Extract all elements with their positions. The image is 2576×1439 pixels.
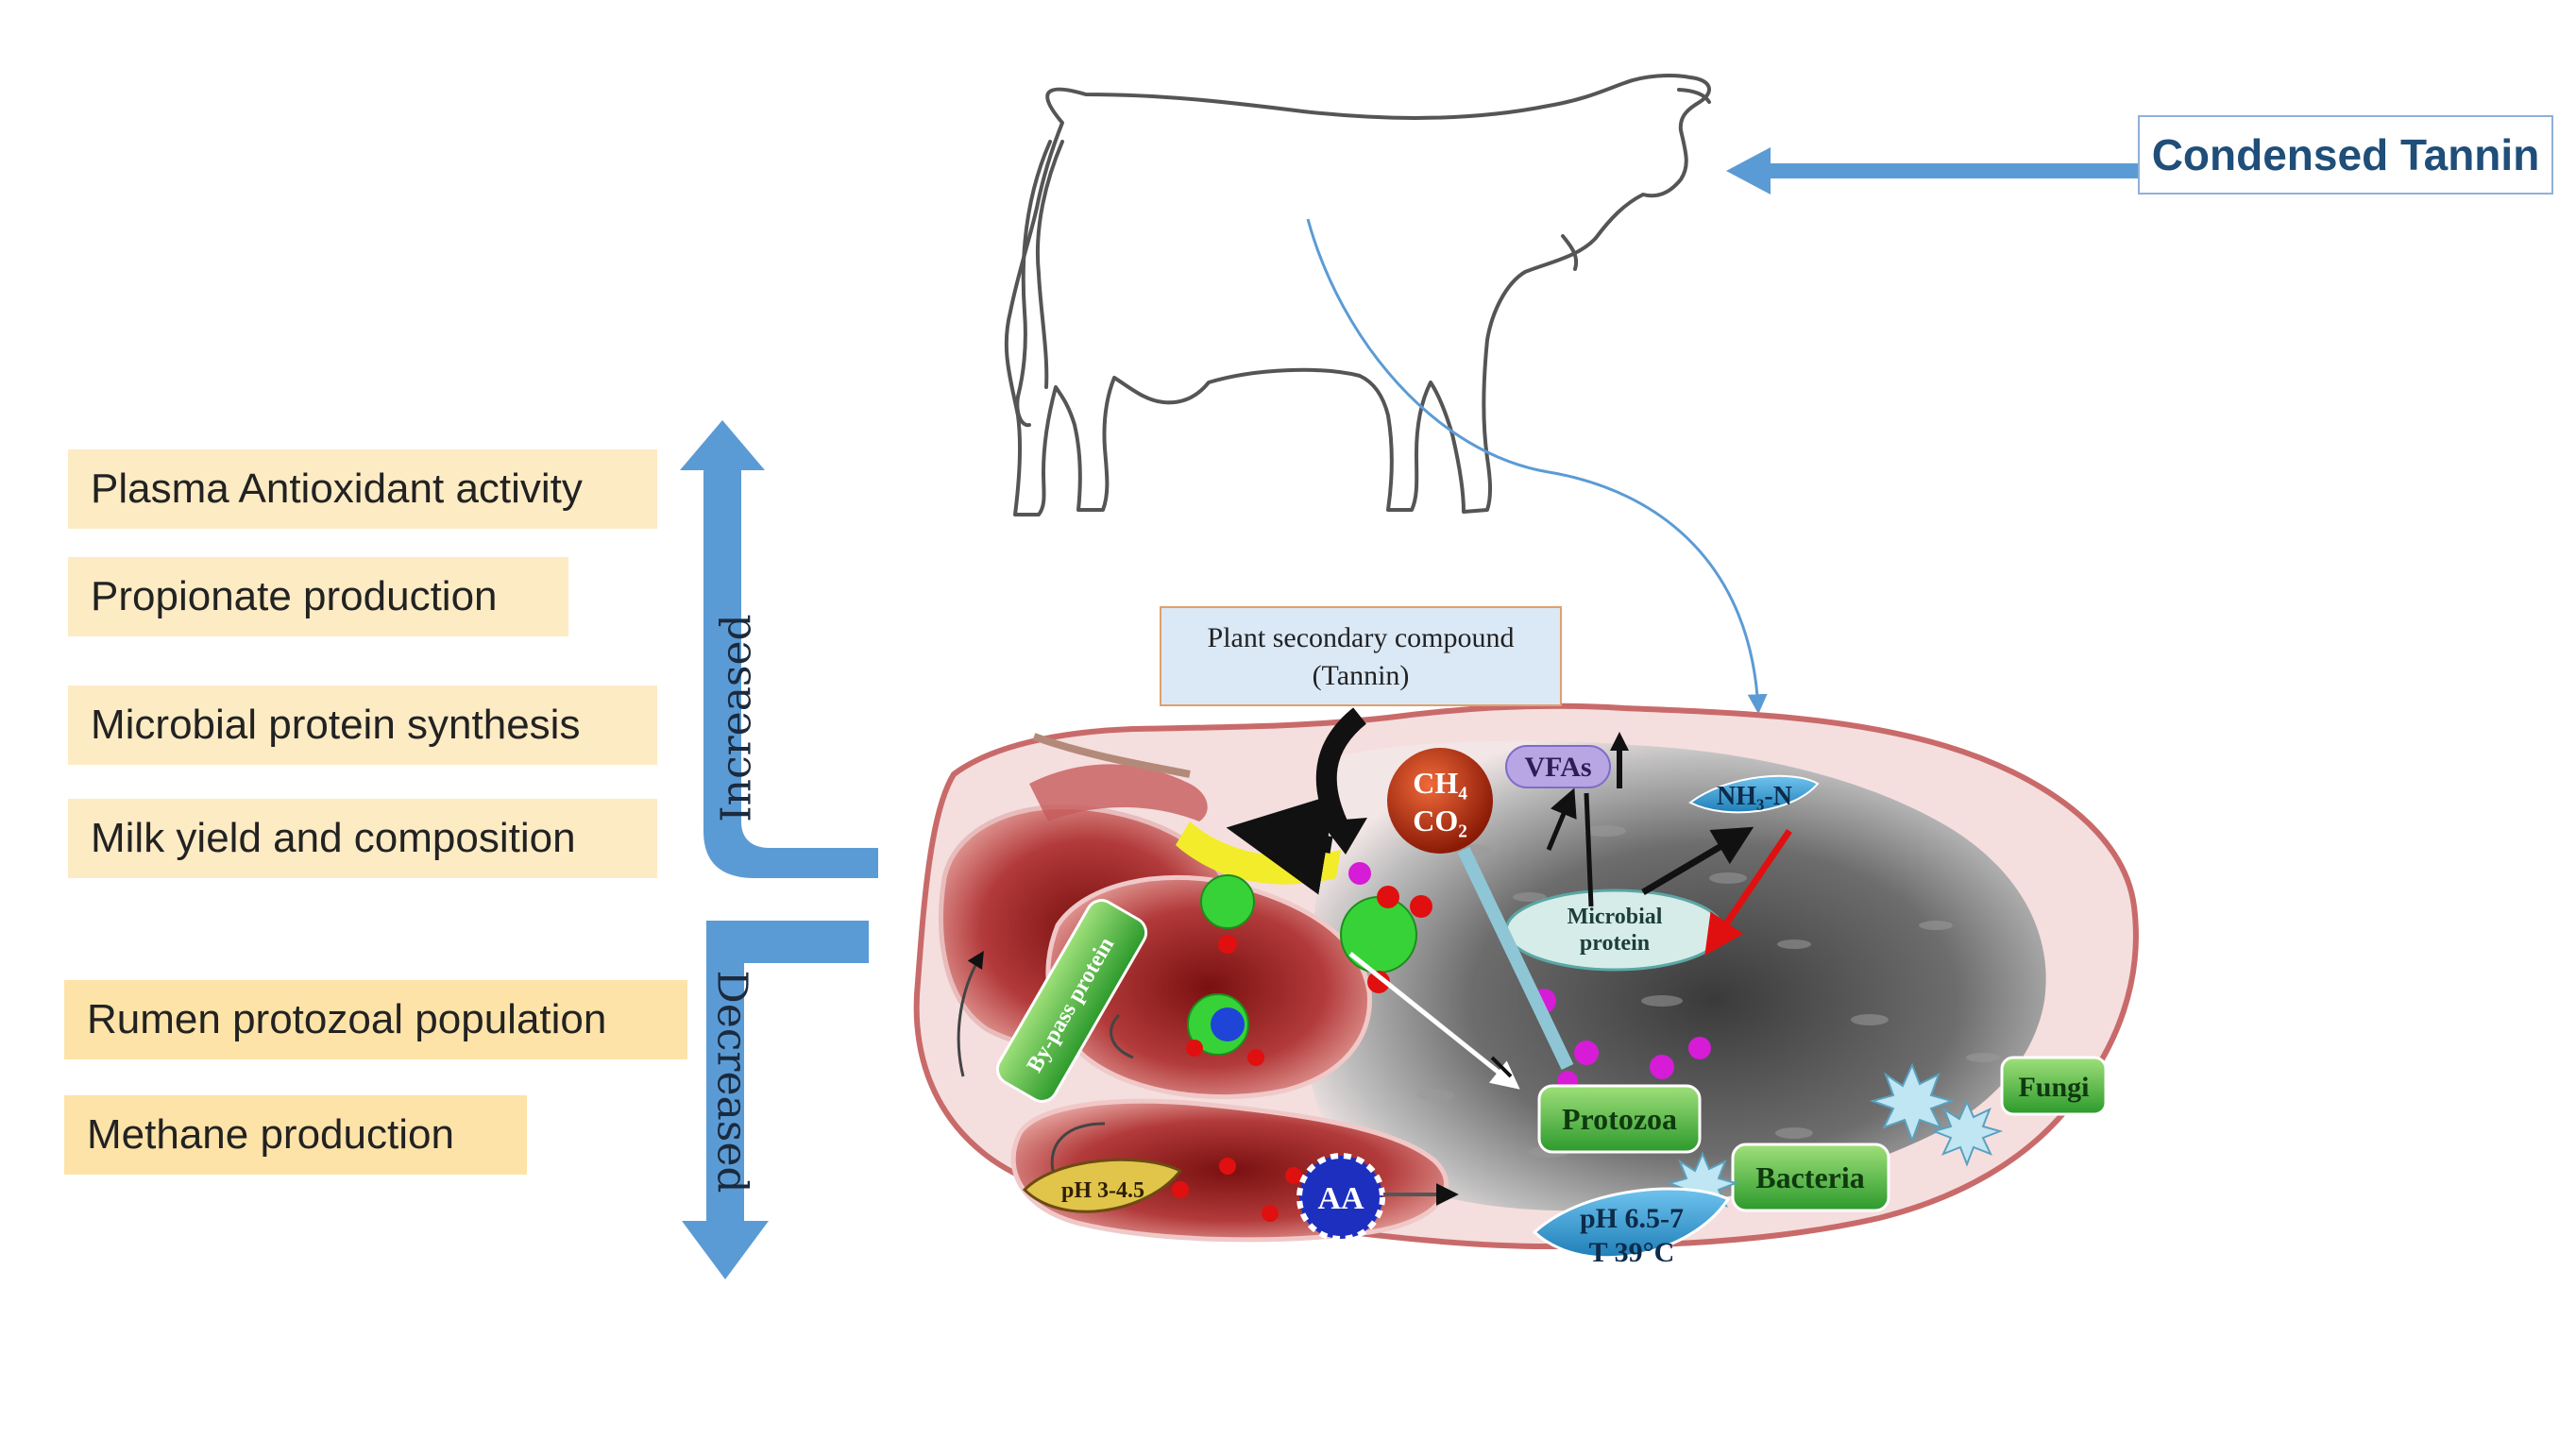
decreased-arrow bbox=[682, 921, 869, 1279]
ph-rumen-label: pH 6.5-7 bbox=[1580, 1203, 1684, 1234]
increased-label: Increased bbox=[712, 614, 761, 822]
tannin-input-arrow bbox=[1726, 147, 2140, 195]
aa-label: AA bbox=[1317, 1181, 1364, 1216]
effect-protozoal-population: Rumen protozoal population bbox=[64, 980, 687, 1059]
effect-milk-yield: Milk yield and composition bbox=[68, 799, 657, 878]
plant-secondary-compound-box: Plant secondary compound (Tannin) bbox=[1160, 606, 1562, 706]
ph-abomasum-label: pH 3-4.5 bbox=[1061, 1178, 1144, 1203]
nh3-label: NH₃-N bbox=[1717, 782, 1792, 811]
plant-compound-line2: (Tannin) bbox=[1312, 660, 1410, 691]
vfas-label: VFAs bbox=[1524, 752, 1591, 783]
co2-label: CO₂ bbox=[1413, 804, 1467, 838]
plant-compound-line1: Plant secondary compound bbox=[1207, 622, 1515, 653]
rumen-illustration bbox=[913, 703, 2139, 1260]
microbial-protein-label-2: protein bbox=[1580, 931, 1650, 956]
effect-plasma-antioxidant: Plasma Antioxidant activity bbox=[68, 449, 657, 529]
microbial-protein-label-1: Microbial bbox=[1568, 905, 1663, 929]
effect-propionate: Propionate production bbox=[68, 557, 568, 636]
fungi-label: Fungi bbox=[2018, 1072, 2089, 1103]
bacteria-label: Bacteria bbox=[1755, 1160, 1865, 1194]
cow-silhouette bbox=[1004, 74, 1711, 516]
cow-to-rumen-arrow bbox=[1306, 218, 1768, 715]
temp-rumen-label: T 39°C bbox=[1589, 1237, 1675, 1268]
increased-arrow bbox=[680, 420, 878, 878]
protozoa-label: Protozoa bbox=[1562, 1102, 1677, 1136]
decreased-label: Decreased bbox=[707, 970, 756, 1194]
effect-methane: Methane production bbox=[64, 1095, 527, 1175]
condensed-tannin-box: Condensed Tannin bbox=[2138, 115, 2553, 195]
ch4-label: CH₄ bbox=[1413, 766, 1467, 800]
effect-microbial-protein: Microbial protein synthesis bbox=[68, 686, 657, 765]
